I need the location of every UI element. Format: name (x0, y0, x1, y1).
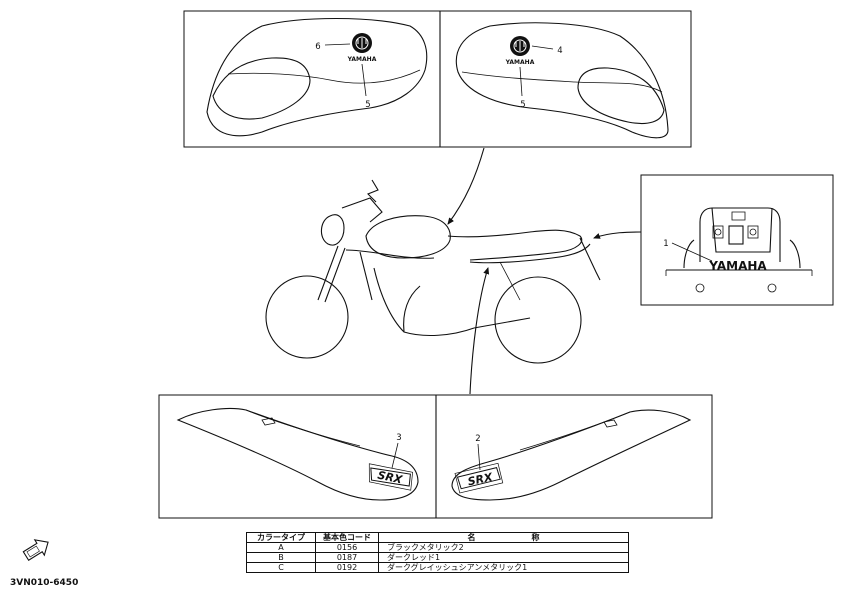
color-code-cell: 0187 (315, 552, 379, 563)
yamaha-logo-left: YAMAHA (347, 56, 377, 63)
color-type-cell: A (246, 542, 316, 553)
srx-badge-right: SRX (467, 470, 495, 488)
side-cover-left: SRX 3 (176, 407, 419, 501)
color-name-cell: ダークグレイッシュシアンメタリック1 (378, 562, 629, 573)
callout-6: 6 (315, 42, 320, 52)
tank-panel: YAMAHA 6 5 YAMAHA 4 5 (183, 10, 692, 148)
tank-right-side: YAMAHA 4 5 (455, 22, 669, 139)
arrow-to-tail (593, 231, 642, 239)
color-type-cell: B (246, 552, 316, 563)
tank-panel-frame (183, 10, 692, 148)
callout-5-right: 5 (520, 100, 525, 110)
callout-4: 4 (557, 46, 562, 56)
table-header-row: カラータイプ 基本色コード 名 称 (246, 532, 629, 543)
color-code-cell: 0156 (315, 542, 379, 553)
color-name-cell: ブラックメタリック2 (378, 542, 629, 553)
table-row: C 0192 ダークグレイッシュシアンメタリック1 (246, 562, 629, 573)
color-type-table: カラータイプ 基本色コード 名 称 A 0156 ブラックメタリック2 B 01… (246, 532, 629, 573)
arrow-to-side-cover (469, 267, 490, 395)
front-wheel (265, 275, 349, 359)
yamaha-logo-tail: YAMAHA (708, 259, 767, 273)
side-cover-panel: SRX 3 SRX 2 (158, 394, 713, 519)
bike-tank (365, 215, 451, 259)
srx-badge-left: SRX (376, 469, 404, 487)
tank-left-side: YAMAHA 6 5 (206, 17, 428, 137)
callout-5-left: 5 (365, 100, 370, 110)
tail-panel-frame (640, 174, 834, 306)
color-type-cell: C (246, 562, 316, 573)
header-color-type: カラータイプ (246, 532, 316, 543)
table-row: A 0156 ブラックメタリック2 (246, 542, 629, 553)
yamaha-logo-right: YAMAHA (505, 59, 535, 66)
side-cover-right: SRX 2 (451, 409, 692, 501)
table-row: B 0187 ダークレッド1 (246, 552, 629, 563)
motorcycle-outline (265, 179, 601, 364)
color-code-cell: 0192 (315, 562, 379, 573)
callout-3: 3 (396, 433, 401, 443)
color-name-cell: ダークレッド1 (378, 552, 629, 563)
header-name: 名 称 (378, 532, 629, 543)
arrow-to-tank (447, 147, 485, 225)
part-code-label: 3VN010-6450 (10, 578, 79, 588)
leader-arrows (447, 147, 642, 395)
rear-wheel (494, 276, 582, 364)
tail-panel: YAMAHA 1 (640, 174, 834, 306)
callout-2: 2 (475, 434, 480, 444)
fwd-arrow-icon (22, 539, 49, 561)
callout-1: 1 (663, 239, 668, 249)
header-color-code: 基本色コード (315, 532, 379, 543)
